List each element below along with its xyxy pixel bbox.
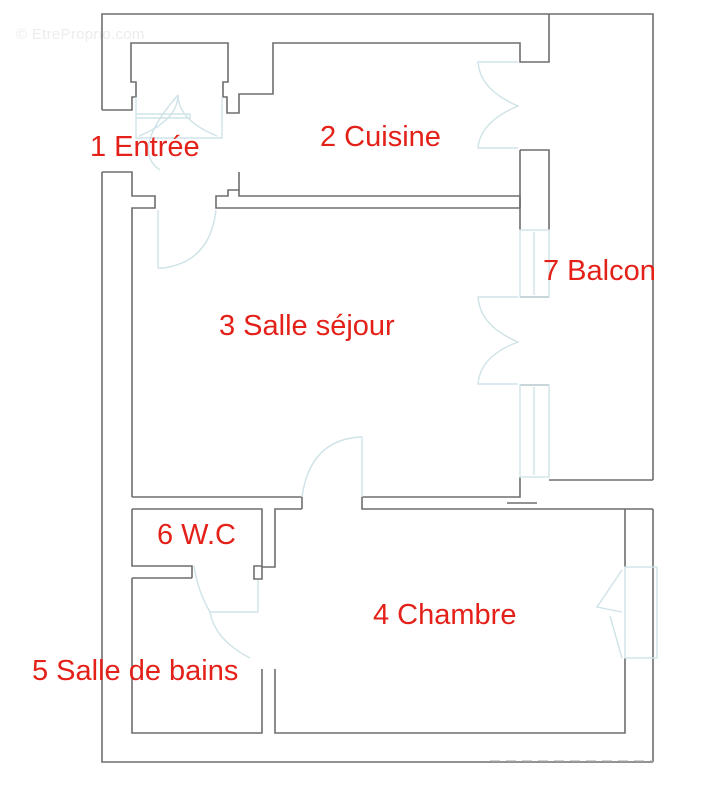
room-label-salle-de-bains: 5 Salle de bains (32, 655, 239, 687)
room-label-entree: 1 Entrée (90, 131, 200, 163)
room-label-cuisine: 2 Cuisine (320, 121, 441, 153)
room-label-chambre: 4 Chambre (373, 599, 517, 631)
watermark: © EtreProprio.com (16, 26, 145, 43)
entrance-walls (102, 14, 550, 497)
room-label-salle-sejour: 3 Salle séjour (219, 310, 395, 342)
room-label-balcon: 7 Balcon (543, 255, 656, 287)
room-label-wc: 6 W.C (157, 519, 236, 551)
outer-walls (101, 13, 654, 763)
openings (135, 61, 658, 659)
kitchen-walls (361, 149, 653, 510)
